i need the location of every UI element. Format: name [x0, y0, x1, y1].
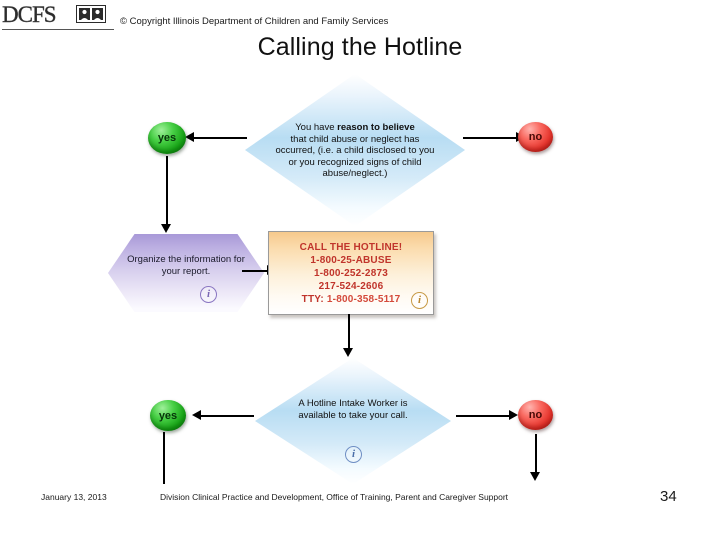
- page-number: 34: [660, 488, 677, 505]
- arrow-to-no-top: [463, 132, 525, 144]
- text-rest: that child abuse or neglect has occurred…: [275, 133, 435, 180]
- family-faces-icon: [76, 5, 106, 23]
- info-circle-icon[interactable]: i: [345, 446, 362, 463]
- node-reason-to-believe-text: You have reason to believe that child ab…: [271, 122, 438, 180]
- hotline-tty-number: 1-800-358-5117: [326, 294, 401, 305]
- node-reason-to-believe[interactable]: You have reason to believe that child ab…: [245, 74, 465, 226]
- decision-no-top[interactable]: no: [518, 122, 553, 152]
- page-title: Calling the Hotline: [257, 33, 463, 61]
- node-intake-worker-text: A Hotline Intake Worker is available to …: [298, 398, 408, 421]
- hotline-line-1: CALL THE HOTLINE!: [299, 242, 403, 253]
- dcfs-logo: DCFS: [2, 2, 118, 32]
- arrow-hotline-to-intake: [342, 314, 356, 358]
- decision-yes-top[interactable]: yes: [148, 122, 186, 154]
- arrow-no-bottom-down: [529, 434, 543, 482]
- footer-division: Division Clinical Practice and Developme…: [160, 492, 509, 502]
- node-organize-information[interactable]: Organize the information for your report…: [108, 234, 264, 312]
- info-circle-icon[interactable]: i: [411, 292, 428, 309]
- node-intake-worker[interactable]: A Hotline Intake Worker is available to …: [255, 358, 451, 484]
- footer-date: January 13, 2013: [41, 492, 107, 502]
- slide-header: DCFS © Copyright Illinois Department of …: [0, 0, 720, 61]
- text-emphasis: reason to believe: [337, 122, 415, 133]
- hotline-tty-label: TTY:: [301, 294, 327, 305]
- arrow-to-yes-bottom: [192, 410, 254, 422]
- text-lead: You have: [295, 122, 338, 133]
- decision-no-bottom[interactable]: no: [518, 400, 553, 430]
- logo-wordmark: DCFS: [2, 2, 57, 27]
- arrow-to-no-bottom: [456, 410, 518, 422]
- arrow-to-yes-top: [185, 132, 247, 144]
- node-organize-information-text: Organize the information for your report…: [127, 254, 245, 277]
- flowchart-canvas: You have reason to believe that child ab…: [0, 66, 720, 486]
- connector-yes-bottom-down: [161, 432, 167, 484]
- arrow-yes-to-organize: [160, 156, 174, 234]
- hotline-numbers: CALL THE HOTLINE! 1-800-25-ABUSE 1-800-2…: [269, 241, 433, 306]
- copyright-notice: © Copyright Illinois Department of Child…: [120, 16, 389, 27]
- slide-footer: January 13, 2013 Division Clinical Pract…: [0, 488, 720, 522]
- node-call-the-hotline[interactable]: CALL THE HOTLINE! 1-800-25-ABUSE 1-800-2…: [268, 231, 434, 315]
- hotline-line-4: 217-524-2606: [318, 281, 384, 292]
- decision-yes-bottom[interactable]: yes: [150, 400, 186, 431]
- hexagon-shape: [108, 234, 264, 312]
- logo-underline: [2, 29, 114, 30]
- hotline-line-2: 1-800-25-ABUSE: [310, 255, 392, 266]
- info-circle-icon[interactable]: i: [200, 286, 217, 303]
- hotline-line-3: 1-800-252-2873: [314, 268, 388, 279]
